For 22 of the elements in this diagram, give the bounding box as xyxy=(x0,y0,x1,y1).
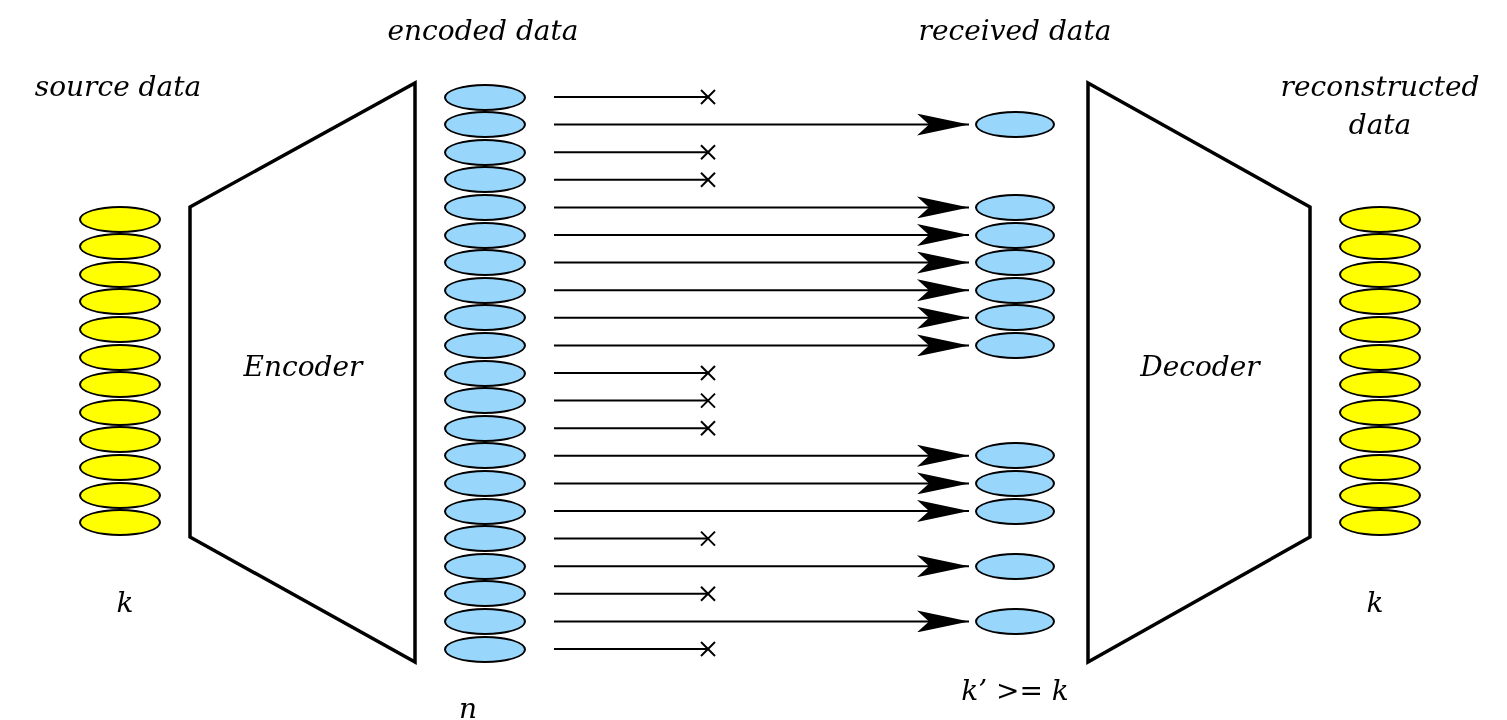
caption-text: k xyxy=(1365,585,1385,621)
block-label: Decoder xyxy=(1139,350,1262,383)
caption-text: reconstructed data xyxy=(1279,69,1481,143)
caption-text: encoded data xyxy=(386,13,580,49)
arrow xyxy=(553,224,970,246)
arrow xyxy=(553,610,970,633)
arrow xyxy=(553,306,970,329)
arrow xyxy=(553,113,970,136)
arrow xyxy=(553,444,970,467)
arrow xyxy=(553,472,970,495)
arrow xyxy=(553,196,970,219)
caption-text: k xyxy=(115,585,135,621)
arrow xyxy=(553,555,970,578)
caption-text: k’ >= k xyxy=(960,673,1070,709)
caption-text: n xyxy=(457,691,478,720)
caption-text: received data xyxy=(917,13,1113,49)
arrow xyxy=(553,279,970,302)
arrow xyxy=(553,500,970,522)
arrow xyxy=(553,251,970,274)
arrow xyxy=(553,334,970,357)
block-label: Encoder xyxy=(242,350,365,383)
caption-text: source data xyxy=(33,69,203,105)
